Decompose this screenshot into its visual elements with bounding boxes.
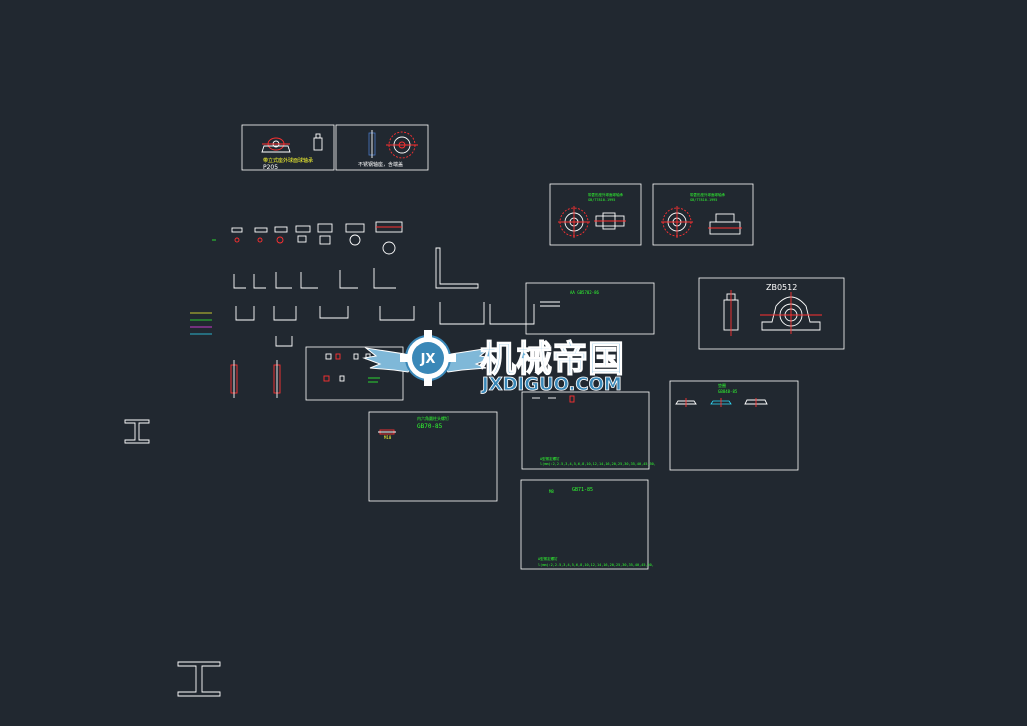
frame-gb70-code: GB70-85 <box>417 423 443 430</box>
bolt-6 <box>345 223 365 246</box>
watermark-subtitle: JXDIGUO.COM <box>480 374 622 395</box>
frame-bottom-center-note-title: A型紧定螺钉 <box>538 556 558 561</box>
watermark-badge: JX <box>420 352 436 367</box>
bolt-3 <box>274 226 288 244</box>
frame-right-washer-label: 垫圈 <box>718 382 726 388</box>
frame-flange-2-title: 带菱形座外球面球轴承 <box>690 192 725 197</box>
color-legend-lines <box>190 312 212 335</box>
frame-mid-left[interactable] <box>305 346 404 401</box>
frame-zb0512-title: ZB0512 <box>766 283 797 292</box>
frame-flange-2[interactable]: 带菱形座外球面球轴承 GB/T7810-1995 <box>652 183 754 246</box>
bolt-1 <box>231 227 243 243</box>
frame-top-center[interactable]: AA GB5782-86 <box>525 282 655 335</box>
frame-flange-2-code: GB/T7810-1995 <box>690 198 717 202</box>
frame-bottom-center[interactable]: M8 GB71-85 A型紧定螺钉 l(mm):2,2.5,3,4,5,6,8,… <box>520 479 654 570</box>
channel-steel-row[interactable] <box>235 302 535 347</box>
spring-pins[interactable] <box>230 360 281 398</box>
frame-gb70-title: 内六角圆柱头螺钉 <box>417 415 449 421</box>
frame-flange-1-title: 带菱形座外球面球轴承 <box>588 192 623 197</box>
frame-flange-1-code: GB/T7810-1995 <box>588 198 615 202</box>
frame-gb70[interactable]: 内六角圆柱头螺钉 GB70-85 M10 <box>368 411 498 502</box>
frame-bottom-center-label: M8 <box>549 489 554 494</box>
frame-bottom-center-title: GB71-85 <box>572 487 593 493</box>
frame-gb70-label: M10 <box>384 435 392 440</box>
frame-right-washer[interactable]: 垫圈 GB848-85 <box>669 380 799 471</box>
watermark-logo: JX 机械帝国 JXDIGUO.COM <box>362 330 625 395</box>
frame-pillow-block-1-caption: 带立式座外球面球轴承 <box>263 157 313 164</box>
frame-pillow-block-1-code: P205 <box>263 164 278 171</box>
bolt-4 <box>295 225 311 243</box>
frame-right-washer-code: GB848-85 <box>718 389 738 394</box>
frame-zb0512[interactable]: ZB0512 <box>698 277 845 350</box>
bolt-row[interactable] <box>212 221 403 255</box>
frame-mid-center[interactable]: A型紧定螺钉 l(mm):2,2.5,3,4,5,6,8,10,12,14,16… <box>521 391 656 470</box>
i-beam-large[interactable] <box>177 661 221 697</box>
frame-pillow-block-1[interactable]: 带立式座外球面球轴承 P205 <box>241 124 335 171</box>
frame-top-center-title: AA GB5782-86 <box>570 290 599 295</box>
gear-wings-logo-icon: JX <box>362 330 494 386</box>
frame-bottom-center-note-body: l(mm):2,2.5,3,4,5,6,8,10,12,14,16,20,25,… <box>538 563 654 567</box>
frame-mid-center-note-body: l(mm):2,2.5,3,4,5,6,8,10,12,14,16,20,25,… <box>540 462 656 466</box>
bolt-7 <box>375 221 403 255</box>
frame-pillow-block-2-caption: 不锈钢轴座，含端盖 <box>358 161 403 168</box>
bolt-2 <box>254 227 268 243</box>
frame-mid-center-note-title: A型紧定螺钉 <box>540 456 560 461</box>
frame-pillow-block-2[interactable]: 不锈钢轴座，含端盖 <box>335 124 429 171</box>
i-beam-small[interactable] <box>124 419 150 444</box>
angle-steel-row[interactable] <box>233 247 479 289</box>
bolt-5 <box>317 223 333 245</box>
watermark-title: 机械帝国 <box>480 339 624 380</box>
frame-flange-1[interactable]: 带菱形座外球面球轴承 GB/T7810-1995 <box>549 183 642 246</box>
